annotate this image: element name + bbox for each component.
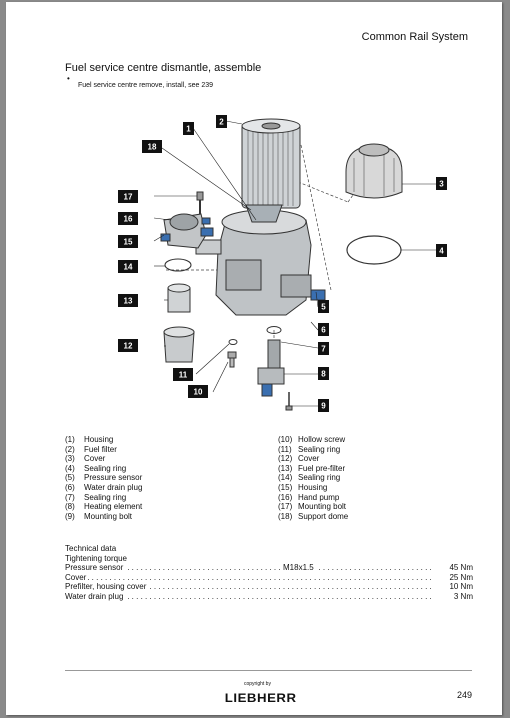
sealing-ring-11-drawing <box>228 339 238 345</box>
part-item: (3)Cover <box>65 454 106 464</box>
label-3: 3 <box>436 177 447 190</box>
svg-text:11: 11 <box>179 371 188 380</box>
label-14: 14 <box>118 260 138 273</box>
svg-text:6: 6 <box>321 326 326 335</box>
label-18: 18 <box>142 140 162 153</box>
cover-12-drawing <box>163 326 195 363</box>
part-item: (17)Mounting bolt <box>278 502 347 512</box>
part-item: (9)Mounting bolt <box>65 511 133 521</box>
part-item: (10)Hollow screw <box>278 435 346 444</box>
parts-list-right: (10)Hollow screw (11)Sealing ring (12)Co… <box>278 435 348 521</box>
footer-divider <box>65 670 472 671</box>
svg-text:3: 3 <box>439 180 444 189</box>
svg-text:14: 14 <box>124 263 133 272</box>
part-item: (14)Sealing ring <box>278 473 341 483</box>
part-item: (15)Housing <box>278 482 328 492</box>
header-title: Common Rail System <box>361 31 468 43</box>
svg-text:2: 2 <box>219 118 224 127</box>
part-item: (13)Fuel pre-filter <box>278 463 346 473</box>
label-13: 13 <box>118 294 138 307</box>
svg-text:1: 1 <box>186 125 191 134</box>
mounting-bolt-17-drawing <box>196 191 204 214</box>
svg-text:10: 10 <box>194 388 203 397</box>
svg-text:9: 9 <box>321 402 326 411</box>
bullet-marker: • <box>67 74 70 83</box>
part-item: (2)Fuel filter <box>65 444 117 454</box>
part-item: (8)Heating element <box>65 502 143 512</box>
svg-text:4: 4 <box>439 247 444 256</box>
label-1: 1 <box>183 122 194 135</box>
label-8: 8 <box>318 367 329 380</box>
housing-drawing <box>195 204 326 316</box>
technical-data: Technical data Tightening torque . . . .… <box>65 544 473 602</box>
label-16: 16 <box>118 212 138 225</box>
cross-reference: Fuel service centre remove, install, see… <box>78 82 214 89</box>
part-item: (6)Water drain plug <box>65 482 143 492</box>
cover-drawing <box>345 143 403 199</box>
svg-text:8: 8 <box>321 370 326 379</box>
parts-list-left: (1)Housing (2)Fuel filter (3)Cover (4)Se… <box>65 435 142 521</box>
hollow-screw-drawing <box>227 351 237 368</box>
svg-text:5: 5 <box>321 303 326 312</box>
document-page: Common Rail System Fuel service centre d… <box>6 2 502 715</box>
part-item: (16)Hand pump <box>278 492 340 502</box>
part-item: (5)Pressure sensor <box>65 473 143 483</box>
label-10: 10 <box>188 385 208 398</box>
sealing-ring-7-drawing <box>266 326 282 334</box>
label-15: 15 <box>118 235 138 248</box>
page-number: 249 <box>456 690 472 700</box>
exploded-view-diagram: 1 2 18 3 17 16 15 4 14 13 5 6 12 7 11 8 … <box>118 115 447 412</box>
label-17: 17 <box>118 190 138 203</box>
svg-text:15: 15 <box>124 238 133 247</box>
label-12: 12 <box>118 339 138 352</box>
svg-text:17: 17 <box>124 193 133 202</box>
label-2: 2 <box>216 115 227 128</box>
label-6: 6 <box>318 323 329 336</box>
copyright-text: copyright by <box>244 681 271 687</box>
sealing-ring-14-drawing <box>164 258 192 272</box>
heating-element-drawing <box>257 339 285 397</box>
label-7: 7 <box>318 342 329 355</box>
fuel-pre-filter-drawing <box>167 283 191 313</box>
mounting-bolt-9-drawing <box>285 392 293 411</box>
svg-text:18: 18 <box>148 143 157 152</box>
torque-row: . . . . . . . . . . . . . . . . . . . . … <box>65 591 473 602</box>
torque-row: . . . . . . . . . . . . . . . . . . . . … <box>65 582 473 592</box>
label-4: 4 <box>436 244 447 257</box>
tightening-torque-heading: Tightening torque <box>65 553 127 563</box>
hand-pump-drawing <box>160 213 214 249</box>
torque-row: . . . . . . . . . . . . . . . . . . . . … <box>65 572 473 583</box>
sealing-ring-4-drawing <box>346 235 402 265</box>
part-item: (18)Support dome <box>278 511 349 521</box>
part-item: (11)Sealing ring <box>278 444 341 454</box>
svg-text:7: 7 <box>321 345 326 354</box>
part-item: (1)Housing <box>65 435 114 444</box>
brand-logo: LIEBHERR <box>224 691 297 705</box>
label-9: 9 <box>318 399 329 412</box>
fuel-filter-drawing <box>241 118 301 209</box>
label-11: 11 <box>173 368 193 381</box>
svg-text:12: 12 <box>124 342 133 351</box>
part-item: (4)Sealing ring <box>65 463 127 473</box>
part-item: (12)Cover <box>278 454 320 464</box>
svg-text:16: 16 <box>124 215 133 224</box>
section-title: Fuel service centre dismantle, assemble <box>65 62 262 74</box>
label-5: 5 <box>318 300 329 313</box>
part-item: (7)Sealing ring <box>65 492 127 502</box>
torque-row: . . . . . . . . . . . . . . . . . . . . … <box>65 563 473 573</box>
svg-text:13: 13 <box>124 297 133 306</box>
technical-data-heading: Technical data <box>65 544 117 553</box>
